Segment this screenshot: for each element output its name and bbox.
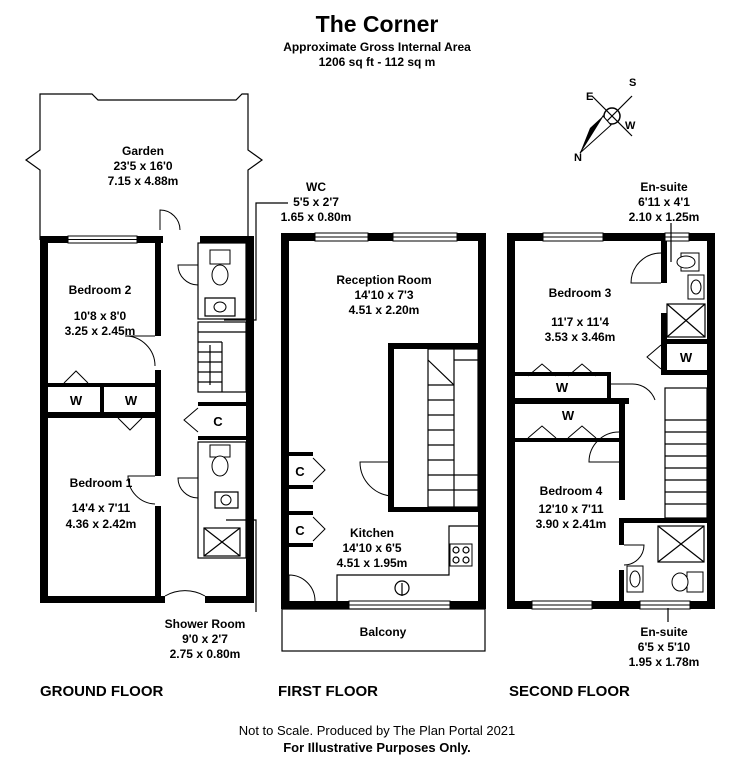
bedroom4-name: Bedroom 4 — [540, 484, 603, 498]
compass-icon: N S E W — [574, 77, 636, 164]
reception-room-imperial: 14'10 x 7'3 — [354, 288, 413, 302]
first-floor-plan: C C Reception Room 14'10 x 7'3 4.51 x 2.… — [281, 232, 486, 652]
bedroom4-metric: 3.90 x 2.41m — [536, 517, 607, 531]
balcony-name: Balcony — [360, 625, 407, 639]
bedroom1-metric: 4.36 x 2.42m — [66, 517, 137, 531]
compass-north: N — [574, 152, 582, 164]
bedroom2-imperial: 10'8 x 8'0 — [74, 309, 127, 323]
wc-imperial: 5'5 x 2'7 — [293, 195, 339, 209]
garden-name: Garden — [122, 144, 164, 158]
garden-metric: 7.15 x 4.88m — [108, 174, 179, 188]
compass-west: W — [625, 120, 636, 132]
bedroom2-name: Bedroom 2 — [69, 283, 132, 297]
wardrobe-label: W — [556, 380, 569, 395]
second-floor-label: SECOND FLOOR — [509, 683, 630, 700]
wardrobe-label: W — [562, 408, 575, 423]
cupboard-label: C — [295, 464, 305, 479]
bedroom3-imperial: 11'7 x 11'4 — [551, 315, 609, 329]
ensuite-top-imperial: 6'11 x 4'1 — [638, 195, 690, 209]
ground-floor-plan: W W C — [24, 93, 352, 661]
shower-room-metric: 2.75 x 0.80m — [170, 647, 241, 661]
cupboard-label: C — [295, 523, 305, 538]
ensuite-top-name: En-suite — [640, 180, 688, 194]
ensuite-bottom-name: En-suite — [640, 625, 688, 639]
wc-name: WC — [306, 180, 326, 194]
plan-title: The Corner — [316, 11, 439, 37]
kitchen-imperial: 14'10 x 6'5 — [342, 541, 401, 555]
wardrobe-label: W — [680, 350, 693, 365]
first-floor-label: FIRST FLOOR — [278, 683, 378, 700]
area-value: 1206 sq ft - 112 sq m — [319, 55, 436, 69]
bedroom4-imperial: 12'10 x 7'11 — [538, 502, 603, 516]
kitchen-name: Kitchen — [350, 526, 394, 540]
second-floor-plan: W W W — [507, 180, 715, 669]
footer-illustrative: For Illustrative Purposes Only. — [283, 740, 471, 755]
ensuite-top-metric: 2.10 x 1.25m — [629, 210, 700, 224]
shower-room-imperial: 9'0 x 2'7 — [182, 632, 228, 646]
ensuite-bottom-imperial: 6'5 x 5'10 — [638, 640, 691, 654]
compass-east: E — [586, 91, 593, 103]
bedroom1-name: Bedroom 1 — [70, 476, 133, 490]
kitchen-metric: 4.51 x 1.95m — [337, 556, 408, 570]
reception-room-metric: 4.51 x 2.20m — [349, 303, 420, 317]
area-label: Approximate Gross Internal Area — [283, 40, 471, 54]
wardrobe-label: W — [70, 393, 83, 408]
bedroom2-metric: 3.25 x 2.45m — [65, 324, 136, 338]
garden-imperial: 23'5 x 16'0 — [113, 159, 172, 173]
shower-room-name: Shower Room — [165, 617, 246, 631]
bedroom3-name: Bedroom 3 — [549, 286, 612, 300]
reception-room-name: Reception Room — [336, 273, 431, 287]
ensuite-bottom-metric: 1.95 x 1.78m — [629, 655, 700, 669]
bedroom3-metric: 3.53 x 3.46m — [545, 330, 616, 344]
ground-floor-label: GROUND FLOOR — [40, 683, 163, 700]
footer-disclaimer: Not to Scale. Produced by The Plan Porta… — [239, 723, 516, 738]
cupboard-label: C — [213, 414, 223, 429]
compass-south: S — [629, 77, 636, 89]
wc-metric: 1.65 x 0.80m — [281, 210, 352, 224]
wardrobe-label: W — [125, 393, 138, 408]
bedroom1-imperial: 14'4 x 7'11 — [72, 501, 131, 515]
